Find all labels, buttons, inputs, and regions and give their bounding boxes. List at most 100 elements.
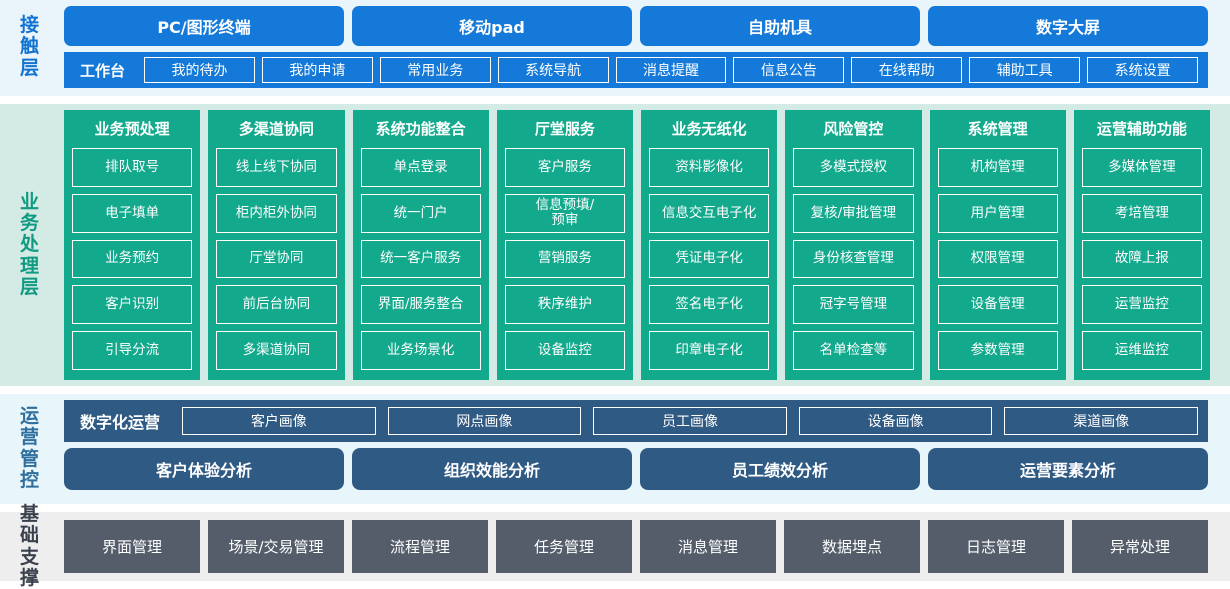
business-item[interactable]: 排队取号 xyxy=(72,148,193,187)
business-column-title: 风险管控 xyxy=(823,120,884,138)
contact-item[interactable]: 常用业务 xyxy=(379,57,491,83)
channel-box[interactable]: 自助机具 xyxy=(640,6,920,46)
base-item[interactable]: 日志管理 xyxy=(928,520,1064,573)
business-item[interactable]: 运营监控 xyxy=(1081,285,1202,325)
business-item[interactable]: 业务场景化 xyxy=(360,331,481,370)
business-item[interactable]: 凭证电子化 xyxy=(649,239,770,279)
business-item[interactable]: 身份核查管理 xyxy=(793,239,914,279)
business-column: 系统功能整合 单点登录 统一门户 统一客户服务 界面/服务整合 业务场景化 xyxy=(352,110,489,380)
business-item[interactable]: 冠字号管理 xyxy=(793,285,914,325)
business-item[interactable]: 资料影像化 xyxy=(649,148,770,187)
business-item[interactable]: 厅堂协同 xyxy=(216,239,337,279)
business-column: 风险管控 多模式授权 复核/审批管理 身份核查管理 冠字号管理 名单检查等 xyxy=(785,110,922,380)
contact-channel-row: PC/图形终端 移动pad 自助机具 数字大屏 xyxy=(60,6,1230,46)
business-item[interactable]: 业务预约 xyxy=(72,239,193,279)
portrait-item[interactable]: 渠道画像 xyxy=(1004,407,1198,435)
business-item[interactable]: 柜内柜外协同 xyxy=(216,193,337,233)
business-column: 系统管理 机构管理 用户管理 权限管理 设备管理 参数管理 xyxy=(929,110,1066,380)
business-column: 厅堂服务 客户服务 信息预填/ 预审 营销服务 秩序维护 设备监控 xyxy=(496,110,633,380)
business-item[interactable]: 多模式授权 xyxy=(793,148,914,187)
analysis-item[interactable]: 员工绩效分析 xyxy=(640,448,920,490)
layer-label-contact-text: 接触层 xyxy=(19,14,40,79)
business-column-title: 业务无纸化 xyxy=(671,120,747,138)
business-item[interactable]: 多渠道协同 xyxy=(216,331,337,370)
channel-box[interactable]: 移动pad xyxy=(352,6,632,46)
layer-label-operations-text: 运营管控 xyxy=(19,404,40,491)
layer-label-operations: 运营管控 xyxy=(0,400,60,497)
contact-item[interactable]: 系统导航 xyxy=(497,57,609,83)
layer-operations: 运营管控 数字化运营 客户画像 网点画像 员工画像 设备画像 渠道画像 客户体验… xyxy=(0,394,1230,504)
base-item[interactable]: 异常处理 xyxy=(1072,520,1208,573)
business-item[interactable]: 参数管理 xyxy=(937,331,1058,370)
contact-item[interactable]: 我的待办 xyxy=(144,57,255,83)
business-column-title: 运营辅助功能 xyxy=(1096,120,1187,138)
business-item[interactable]: 考培管理 xyxy=(1081,193,1202,233)
business-item[interactable]: 前后台协同 xyxy=(216,285,337,325)
business-item[interactable]: 秩序维护 xyxy=(504,285,625,325)
business-item[interactable]: 机构管理 xyxy=(937,148,1058,187)
layer-label-base: 基础支撑 xyxy=(0,503,60,588)
layer-base-body: 界面管理 场景/交易管理 流程管理 任务管理 消息管理 数据埋点 日志管理 异常… xyxy=(60,520,1230,573)
business-item-list: 机构管理 用户管理 权限管理 设备管理 参数管理 xyxy=(937,148,1058,370)
business-item[interactable]: 统一门户 xyxy=(360,193,481,233)
layer-base: 基础支撑 界面管理 场景/交易管理 流程管理 任务管理 消息管理 数据埋点 日志… xyxy=(0,503,1230,589)
channel-box[interactable]: 数字大屏 xyxy=(928,6,1208,46)
analysis-item[interactable]: 运营要素分析 xyxy=(928,448,1208,490)
layer-contact-body: PC/图形终端 移动pad 自助机具 数字大屏 工作台 我的待办 我的申请 常用… xyxy=(60,6,1230,88)
business-item[interactable]: 客户识别 xyxy=(72,285,193,325)
business-item-list: 线上线下协同 柜内柜外协同 厅堂协同 前后台协同 多渠道协同 xyxy=(216,148,337,370)
business-item[interactable]: 统一客户服务 xyxy=(360,239,481,279)
channel-box[interactable]: PC/图形终端 xyxy=(64,6,344,46)
business-item-list: 多模式授权 复核/审批管理 身份核查管理 冠字号管理 名单检查等 xyxy=(793,148,914,370)
business-item[interactable]: 用户管理 xyxy=(937,193,1058,233)
base-item[interactable]: 流程管理 xyxy=(352,520,488,573)
business-item[interactable]: 设备监控 xyxy=(504,331,625,370)
portrait-item[interactable]: 客户画像 xyxy=(182,407,376,435)
business-item[interactable]: 电子填单 xyxy=(72,193,193,233)
base-item[interactable]: 数据埋点 xyxy=(784,520,920,573)
business-item[interactable]: 引导分流 xyxy=(72,331,193,370)
layer-label-contact: 接触层 xyxy=(0,6,60,88)
base-item[interactable]: 消息管理 xyxy=(640,520,776,573)
base-item-row: 界面管理 场景/交易管理 流程管理 任务管理 消息管理 数据埋点 日志管理 异常… xyxy=(60,520,1230,573)
layer-label-business-text: 业务处理层 xyxy=(19,190,40,298)
business-item[interactable]: 多媒体管理 xyxy=(1081,148,1202,187)
business-item[interactable]: 权限管理 xyxy=(937,239,1058,279)
base-item[interactable]: 任务管理 xyxy=(496,520,632,573)
business-column-title: 厅堂服务 xyxy=(534,120,595,138)
contact-item[interactable]: 我的申请 xyxy=(261,57,373,83)
base-item[interactable]: 界面管理 xyxy=(64,520,200,573)
portrait-item[interactable]: 网点画像 xyxy=(387,407,582,435)
business-item[interactable]: 故障上报 xyxy=(1081,239,1202,279)
business-item[interactable]: 客户服务 xyxy=(504,148,625,187)
business-item[interactable]: 印章电子化 xyxy=(649,331,770,370)
contact-item[interactable]: 系统设置 xyxy=(1087,57,1199,83)
business-item[interactable]: 名单检查等 xyxy=(793,331,914,370)
analysis-item[interactable]: 组织效能分析 xyxy=(352,448,632,490)
portrait-item[interactable]: 员工画像 xyxy=(593,407,787,435)
contact-item[interactable]: 在线帮助 xyxy=(851,57,963,83)
business-item[interactable]: 信息预填/ 预审 xyxy=(504,193,625,233)
analysis-row: 客户体验分析 组织效能分析 员工绩效分析 运营要素分析 xyxy=(64,448,1208,490)
analysis-item[interactable]: 客户体验分析 xyxy=(64,448,344,490)
contact-item[interactable]: 信息公告 xyxy=(733,57,845,83)
business-item[interactable]: 复核/审批管理 xyxy=(793,193,914,233)
business-item[interactable]: 信息交互电子化 xyxy=(649,193,770,233)
base-item[interactable]: 场景/交易管理 xyxy=(208,520,344,573)
portrait-item[interactable]: 设备画像 xyxy=(798,407,993,435)
business-column: 运营辅助功能 多媒体管理 考培管理 故障上报 运营监控 运维监控 xyxy=(1073,110,1210,380)
contact-item[interactable]: 辅助工具 xyxy=(969,57,1081,83)
business-column: 业务无纸化 资料影像化 信息交互电子化 凭证电子化 签名电子化 印章电子化 xyxy=(641,110,778,380)
business-item-list: 客户服务 信息预填/ 预审 营销服务 秩序维护 设备监控 xyxy=(504,148,625,370)
business-item[interactable]: 签名电子化 xyxy=(649,285,770,325)
layer-gap xyxy=(0,504,1230,512)
business-item[interactable]: 线上线下协同 xyxy=(216,148,337,187)
business-item[interactable]: 单点登录 xyxy=(360,148,481,187)
business-item[interactable]: 界面/服务整合 xyxy=(360,285,481,325)
contact-item[interactable]: 消息提醒 xyxy=(615,57,727,83)
business-item[interactable]: 营销服务 xyxy=(504,239,625,279)
business-item[interactable]: 设备管理 xyxy=(937,285,1058,325)
layer-business: 业务处理层 业务预处理 排队取号 电子填单 业务预约 客户识别 引导分流 多渠道… xyxy=(0,104,1230,386)
business-column-title: 业务预处理 xyxy=(94,120,170,138)
business-item[interactable]: 运维监控 xyxy=(1081,331,1202,370)
